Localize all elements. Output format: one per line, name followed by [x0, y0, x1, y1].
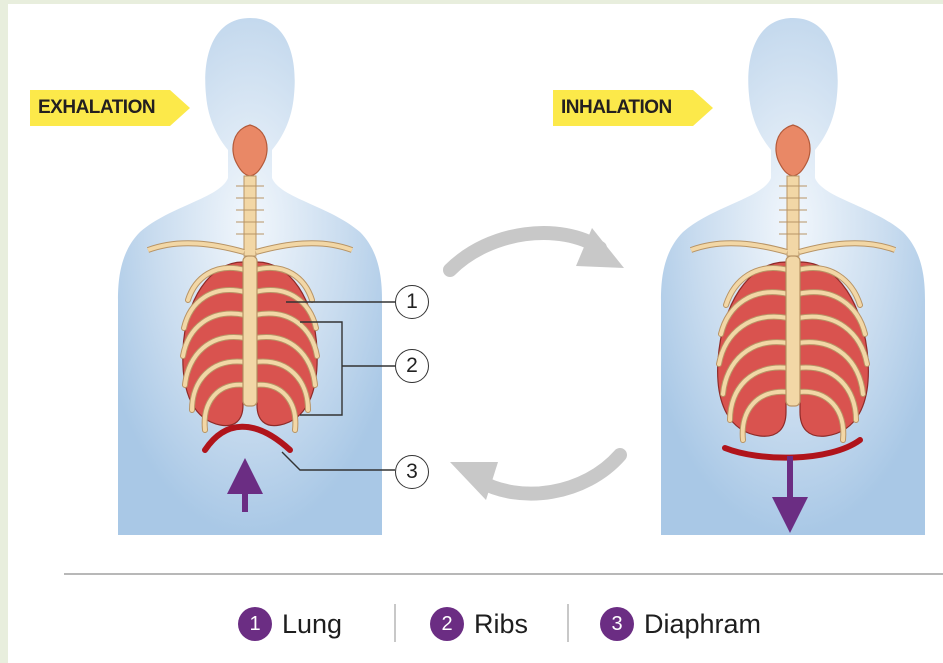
legend-badge: 1 — [238, 607, 272, 641]
legend-badge: 3 — [600, 607, 634, 641]
legend-item-diaphram: 3 Diaphram — [600, 601, 761, 647]
legend-item-lung: 1 Lung — [238, 601, 342, 647]
legend-label: Ribs — [474, 609, 528, 640]
legend-divider — [64, 573, 943, 575]
legend-badge: 2 — [430, 607, 464, 641]
exhalation-label: EXHALATION — [30, 90, 170, 126]
legend-separator — [567, 604, 569, 642]
legend-label: Lung — [282, 609, 342, 640]
legend-label: Diaphram — [644, 609, 761, 640]
callout-1: 1 — [395, 285, 429, 319]
callout-2: 2 — [395, 349, 429, 383]
spine — [787, 176, 799, 256]
spine — [244, 176, 256, 256]
sternum — [243, 256, 257, 406]
cycle-arrow-icon — [450, 228, 624, 270]
cycle-arrow-icon — [450, 455, 620, 500]
legend-separator — [394, 604, 396, 642]
legend-item-ribs: 2 Ribs — [430, 601, 528, 647]
callout-3: 3 — [395, 455, 429, 489]
inhalation-label: INHALATION — [553, 90, 693, 126]
sternum — [786, 256, 800, 406]
